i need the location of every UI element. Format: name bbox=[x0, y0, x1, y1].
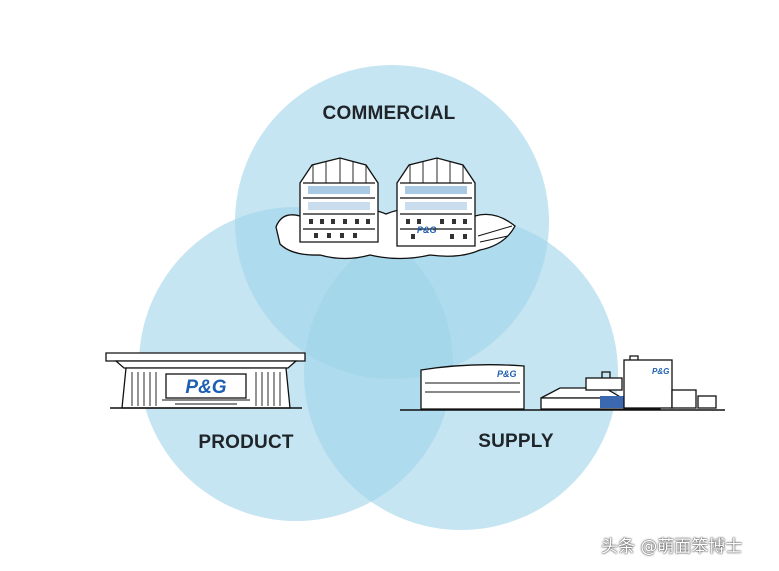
product-logo-text: P&G bbox=[185, 377, 226, 398]
supply-logo-text-2: P&G bbox=[652, 367, 669, 376]
commercial-logo-text: P&G bbox=[417, 225, 437, 235]
headquarters-towers-illustration: P&G bbox=[275, 157, 516, 260]
supply-logo-text: P&G bbox=[497, 369, 517, 379]
label-supply: SUPPLY bbox=[478, 431, 554, 452]
product-building-illustration: P&G bbox=[105, 352, 306, 409]
watermark-text: 头条 @萌面笨博士 bbox=[601, 537, 743, 557]
label-commercial: COMMERCIAL bbox=[323, 103, 456, 124]
venn-circles bbox=[139, 65, 618, 530]
label-product: PRODUCT bbox=[198, 432, 294, 453]
supply-factory-illustration: P&G P&G bbox=[400, 355, 725, 411]
